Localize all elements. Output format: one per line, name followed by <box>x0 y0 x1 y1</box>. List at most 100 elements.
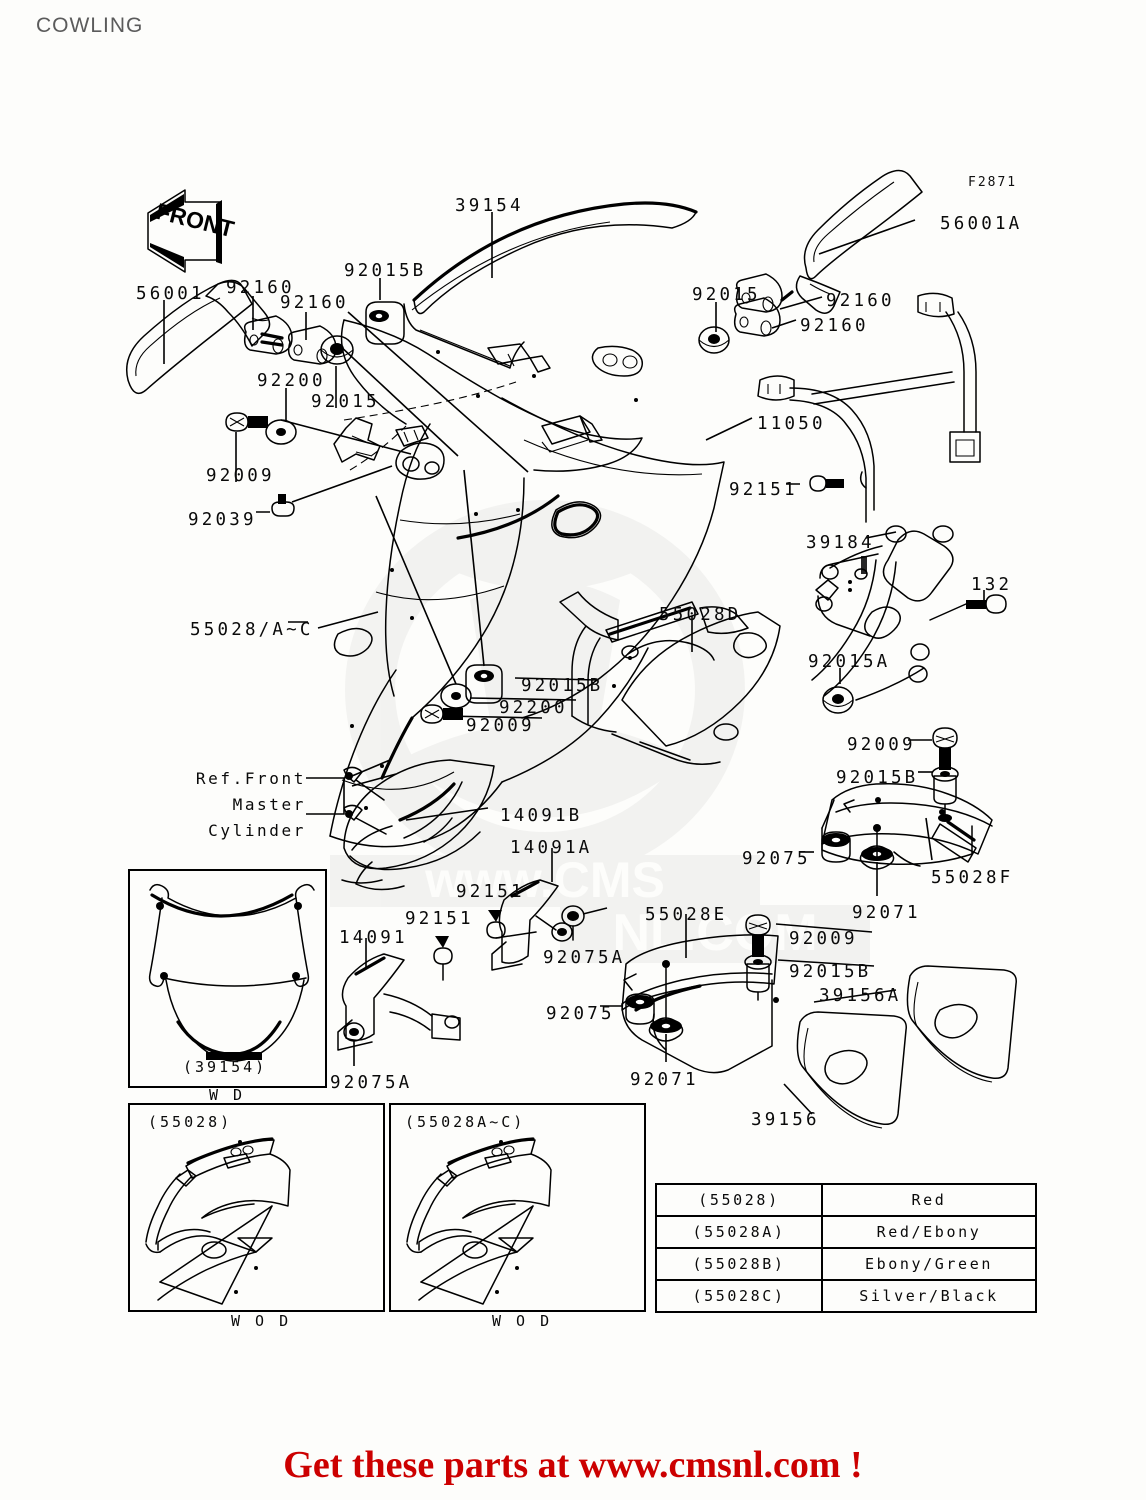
part-label-55028ac[interactable]: 55028/A~C <box>190 620 314 640</box>
part-label-14091[interactable]: 14091 <box>339 928 408 948</box>
part-label-92015b-c2[interactable]: 92015B <box>789 962 872 982</box>
leader-lines <box>163 212 985 1115</box>
part-label-92075a-d[interactable]: 92075A <box>330 1073 413 1093</box>
part-label-55028f[interactable]: 55028F <box>931 868 1014 888</box>
inset-55028ac-footer: W O D <box>492 1312 553 1330</box>
part-label-92075-c2[interactable]: 92075 <box>546 1004 615 1024</box>
inset-55028-caption: (55028) <box>148 1113 233 1131</box>
part-92160-clamp-a <box>243 315 293 355</box>
part-label-39156a[interactable]: 39156A <box>819 986 902 1006</box>
color-name-cell: Red/Ebony <box>821 1215 1037 1249</box>
part-label-92160-c[interactable]: 92160 <box>826 291 895 311</box>
inset-39154-footer: W D <box>209 1086 246 1104</box>
part-label-92160-d[interactable]: 92160 <box>800 316 869 336</box>
part-label-92015b-mid[interactable]: 92015B <box>521 676 604 696</box>
part-92009-screw-left <box>225 412 268 432</box>
inset-39154-frame <box>128 869 327 1088</box>
part-label-92009-r1[interactable]: 92009 <box>847 735 916 755</box>
part-label-92151-c[interactable]: 92151 <box>456 882 525 902</box>
inset-39154-caption: (39154) <box>183 1058 268 1076</box>
part-label-92071-c2[interactable]: 92071 <box>630 1070 699 1090</box>
part-label-55028d[interactable]: 55028D <box>659 605 742 625</box>
part-55028f-cover <box>821 782 993 867</box>
part-label-92039[interactable]: 92039 <box>188 510 257 530</box>
part-label-14091b[interactable]: 14091B <box>500 806 583 826</box>
part-label-92009-mid[interactable]: 92009 <box>466 716 535 736</box>
inset-55028ac-drawing <box>406 1137 552 1305</box>
front-direction-arrow <box>147 189 222 273</box>
part-132-bolt <box>929 594 1007 621</box>
part-56001a-mirror-right <box>780 169 923 314</box>
part-39184-stay <box>811 525 954 701</box>
part-label-56001a[interactable]: 56001A <box>940 214 1023 234</box>
part-92009-screw-c2 <box>745 914 771 957</box>
part-label-92015b-top[interactable]: 92015B <box>344 261 427 281</box>
part-92015-nut-right <box>698 326 730 354</box>
part-label-39154[interactable]: 39154 <box>455 196 524 216</box>
part-14091-bracket <box>337 953 461 1051</box>
part-92015-nut-left <box>320 335 354 365</box>
part-92071-grommet-c2 <box>648 960 684 1042</box>
part-39156a-pad <box>906 965 1017 1083</box>
diagram-id: F2871 <box>968 175 1018 190</box>
part-label-92160-b[interactable]: 92160 <box>280 293 349 313</box>
color-variant-table: (55028) Red (55028A) Red/Ebony (55028B) … <box>655 1183 1037 1313</box>
ref-note-line1: Ref.Front Master <box>195 769 306 814</box>
part-92015a-nut <box>822 686 854 714</box>
part-label-92151-d[interactable]: 92151 <box>405 909 474 929</box>
part-14091b-cover <box>341 759 495 891</box>
part-label-14091a[interactable]: 14091A <box>510 838 593 858</box>
part-label-39184[interactable]: 39184 <box>806 533 875 553</box>
part-label-92151-right[interactable]: 92151 <box>729 480 798 500</box>
table-row: (55028A) Red/Ebony <box>655 1215 1037 1249</box>
part-label-92200-top[interactable]: 92200 <box>257 371 326 391</box>
color-part-cell: (55028C) <box>655 1279 823 1313</box>
part-label-11050[interactable]: 11050 <box>757 414 826 434</box>
ref-front-master-cylinder-link <box>306 766 387 835</box>
page-title: COWLING <box>36 14 144 37</box>
part-14091a-bracket <box>491 879 573 971</box>
ref-front-master-cylinder-note: Ref.Front Master Cylinder <box>126 766 306 844</box>
color-part-cell: (55028) <box>655 1183 823 1217</box>
inset-39154-drawing <box>148 883 315 1062</box>
table-row: (55028B) Ebony/Green <box>655 1247 1037 1281</box>
part-92039-rivet <box>271 494 295 517</box>
part-label-92200-mid[interactable]: 92200 <box>499 698 568 718</box>
part-label-92015a[interactable]: 92015A <box>808 652 891 672</box>
inset-55028-frame <box>128 1103 385 1312</box>
part-92071-grommet-r1 <box>859 824 895 870</box>
part-label-132[interactable]: 132 <box>971 575 1013 595</box>
part-label-92071-r1[interactable]: 92071 <box>852 903 921 923</box>
part-label-92009-left[interactable]: 92009 <box>206 466 275 486</box>
part-92015b-grommet-r1 <box>931 766 959 822</box>
part-92151-bolt-d <box>433 936 453 981</box>
part-label-92015b-r1[interactable]: 92015B <box>836 768 919 788</box>
part-label-92075-r1[interactable]: 92075 <box>742 849 811 869</box>
part-label-92015-left[interactable]: 92015 <box>311 392 380 412</box>
part-92075a-grommet-c <box>561 905 585 941</box>
part-label-55028e[interactable]: 55028E <box>645 905 728 925</box>
part-label-92009-c2[interactable]: 92009 <box>789 929 858 949</box>
part-92075-grommet-r1 <box>821 831 851 863</box>
color-name-cell: Silver/Black <box>821 1279 1037 1313</box>
inset-55028-footer: W O D <box>231 1312 292 1330</box>
part-92151-bolt-c <box>486 910 537 939</box>
color-part-cell: (55028B) <box>655 1247 823 1281</box>
part-92160-clamp-c <box>735 273 783 313</box>
part-label-39156[interactable]: 39156 <box>751 1110 820 1130</box>
part-label-56001[interactable]: 56001 <box>136 284 205 304</box>
part-label-92015-top[interactable]: 92015 <box>692 285 761 305</box>
color-name-cell: Red <box>821 1183 1037 1217</box>
part-39156-pad <box>796 1011 907 1129</box>
part-label-92075a-c[interactable]: 92075A <box>543 948 626 968</box>
cms-watermark: www.CMS NL.COM <box>330 500 870 963</box>
inset-55028-drawing <box>145 1137 291 1305</box>
inset-55028ac-caption: (55028A~C) <box>405 1113 526 1131</box>
color-part-cell: (55028A) <box>655 1215 823 1249</box>
part-39154-windshield <box>403 201 698 369</box>
part-55028-main-cowling <box>329 319 725 848</box>
footer-cta[interactable]: Get these parts at www.cmsnl.com ! <box>283 1444 863 1486</box>
part-label-92160-a[interactable]: 92160 <box>226 278 295 298</box>
part-92151-bolt-right <box>809 475 844 492</box>
